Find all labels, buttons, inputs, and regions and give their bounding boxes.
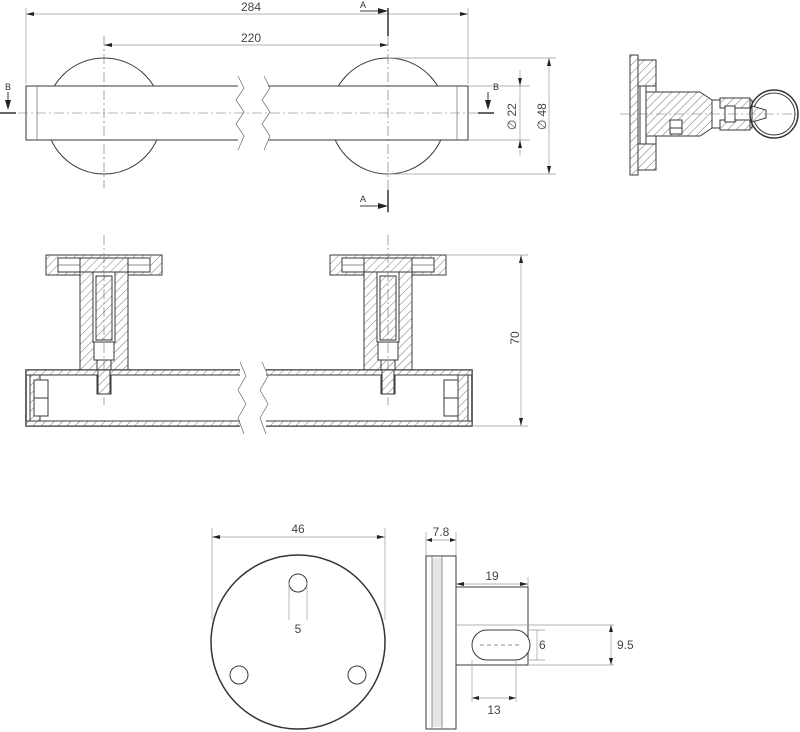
section-marker-a-top: A: [360, 0, 389, 36]
dim-tube-diameter: ∅ 22: [468, 70, 530, 156]
section-a-label: A: [360, 194, 366, 204]
dim-slot-offset: 9.5: [456, 624, 634, 666]
dim-base-diameter-label: 46: [291, 522, 305, 536]
dim-center-distance-label: 220: [241, 31, 261, 45]
base-plate-side-view: 7.8 19 6: [425, 525, 634, 730]
mount-hole-left: [229, 665, 249, 685]
side-section-view: [620, 54, 800, 176]
dim-slot-length-label: 13: [487, 703, 501, 717]
dim-base-thickness: 7.8: [425, 525, 457, 556]
diameter-symbol: ∅: [535, 120, 549, 130]
dim-slot-offset-label: 9.5: [617, 638, 634, 652]
dim-slot-depth: 19: [456, 569, 529, 587]
dim-slot-width: 6: [528, 629, 546, 661]
section-marker-b-left: B: [0, 82, 16, 114]
center-hole: [288, 573, 308, 593]
section-b-label: B: [493, 82, 499, 92]
section-marker-b-right: B: [478, 82, 499, 114]
dim-slot-depth-label: 19: [485, 569, 499, 583]
dim-hole-diameter-label: 5: [295, 622, 302, 636]
dim-base-thickness-label: 7.8: [433, 525, 450, 539]
dim-projection: 70: [446, 254, 528, 427]
svg-text:∅22: ∅ 22: [505, 103, 519, 130]
front-section-view: 70: [25, 235, 528, 435]
dim-overall-length: 284: [25, 0, 469, 84]
dim-rosette-diameter-label: 48: [535, 103, 549, 117]
section-marker-a-bottom: A: [360, 190, 389, 212]
dim-base-diameter: 46: [211, 522, 386, 620]
base-plate-front-view: 46 5: [210, 522, 386, 730]
dim-rosette-diameter: ∅ 48: [388, 57, 556, 175]
dim-tube-diameter-label: 22: [505, 103, 519, 117]
section-a-label: A: [360, 0, 366, 10]
dim-slot-width-label: 6: [539, 638, 546, 652]
dim-overall-length-label: 284: [241, 0, 261, 14]
top-view: 284 220 ∅ 22: [0, 0, 556, 214]
svg-text:∅48: ∅ 48: [535, 103, 549, 130]
dim-slot-length: 13: [471, 660, 517, 717]
dim-center-distance: 220: [104, 31, 388, 47]
diameter-symbol: ∅: [505, 120, 519, 130]
dim-projection-label: 70: [508, 331, 522, 345]
section-b-label: B: [5, 82, 11, 92]
mount-hole-right: [347, 665, 367, 685]
base-plate: [210, 554, 386, 730]
